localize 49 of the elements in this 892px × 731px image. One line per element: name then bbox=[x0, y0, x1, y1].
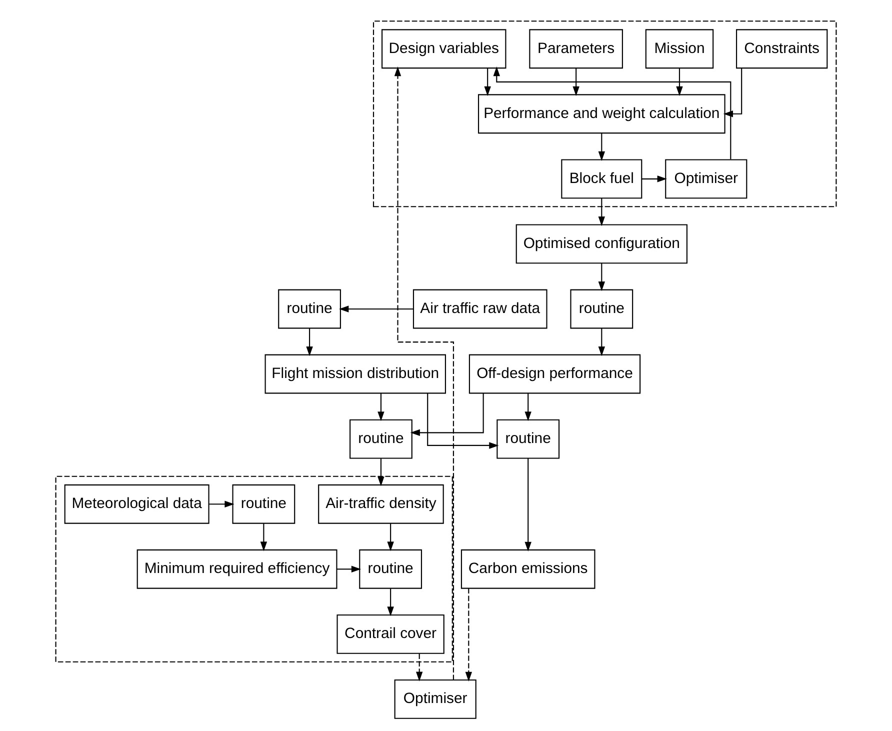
arrow bbox=[416, 654, 423, 682]
arrow bbox=[387, 524, 394, 552]
node-box: Design variables bbox=[382, 29, 506, 69]
arrow bbox=[465, 588, 472, 682]
node-box: Carbon emissions bbox=[460, 549, 596, 589]
arrow bbox=[378, 458, 384, 486]
node-box: Off-design performance bbox=[468, 354, 641, 394]
node-box: Optimiser bbox=[665, 159, 748, 199]
arrow bbox=[598, 263, 606, 292]
arrow bbox=[427, 394, 499, 449]
node-box: routine bbox=[232, 484, 296, 524]
cluster bbox=[372, 20, 837, 208]
node-box: routine bbox=[350, 419, 412, 459]
node-box: Mission bbox=[645, 29, 714, 69]
arrow bbox=[484, 68, 491, 96]
node-box: routine bbox=[278, 289, 341, 329]
node-box: Flight mission distribution bbox=[264, 354, 446, 394]
arrow bbox=[676, 68, 683, 96]
arrow bbox=[524, 458, 532, 552]
node-box: Optimiser bbox=[394, 679, 476, 719]
arrow bbox=[598, 328, 606, 356]
node-box: routine bbox=[359, 549, 422, 589]
arrow bbox=[306, 328, 313, 356]
arrow bbox=[394, 66, 454, 680]
arrow bbox=[572, 68, 580, 96]
arrow bbox=[598, 198, 606, 226]
arrow bbox=[378, 394, 384, 422]
node-box: routine bbox=[570, 289, 634, 329]
node-box: Contrail cover bbox=[336, 614, 444, 654]
arrow bbox=[410, 393, 484, 436]
node-box: Constraints bbox=[736, 29, 828, 69]
node-box: Parameters bbox=[529, 29, 623, 69]
arrow bbox=[209, 500, 234, 508]
arrow bbox=[493, 66, 732, 160]
arrow bbox=[260, 524, 268, 552]
node-box: Optimised configuration bbox=[516, 224, 688, 264]
node-box: Block fuel bbox=[561, 159, 642, 199]
arrow bbox=[598, 133, 606, 162]
node-box: routine bbox=[496, 419, 560, 459]
arrow bbox=[387, 588, 394, 616]
arrow bbox=[339, 306, 414, 312]
arrow bbox=[524, 394, 532, 422]
node-box: Minimum required efficiency bbox=[136, 549, 338, 589]
arrow bbox=[642, 176, 667, 182]
node-box: Air traffic raw data bbox=[412, 289, 548, 329]
node-box: Air-traffic density bbox=[318, 484, 444, 524]
node-box: Meteorological data bbox=[64, 484, 210, 524]
node-box: Performance and weight calculation bbox=[478, 94, 726, 134]
arrow bbox=[336, 566, 362, 572]
